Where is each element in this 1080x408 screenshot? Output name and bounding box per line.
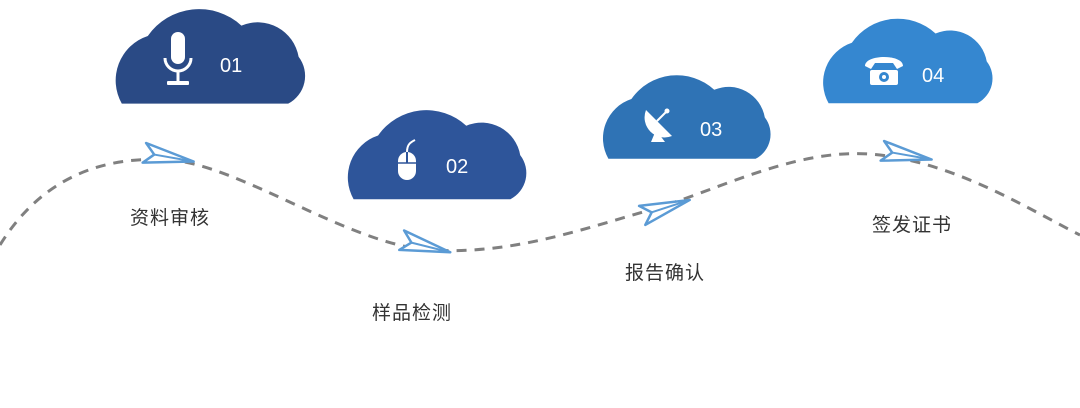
paper-plane-icon — [398, 229, 452, 254]
mouse-icon — [398, 139, 416, 180]
cloud-shape — [823, 18, 993, 104]
telephone-icon — [865, 57, 903, 85]
step-number: 01 — [220, 55, 242, 77]
step-3-cloud: 03 — [602, 75, 771, 159]
paper-plane-icon — [879, 139, 933, 162]
cloud-shape — [115, 9, 306, 104]
step-1-label: 资料审核 — [130, 207, 211, 229]
paper-plane-icon — [141, 141, 195, 164]
step-2-label: 样品检测 — [372, 302, 453, 324]
step-4-label: 签发证书 — [872, 214, 953, 236]
satellite-dish-icon — [644, 108, 672, 142]
step-3-label: 报告确认 — [625, 262, 706, 284]
step-number: 04 — [922, 65, 944, 87]
step-number: 03 — [700, 119, 722, 141]
cloud-shape — [347, 110, 527, 200]
cloud-shape — [602, 75, 771, 159]
step-1-cloud: 01 — [115, 9, 306, 104]
step-2-cloud: 02 — [347, 110, 527, 200]
paper-plane-icon — [637, 198, 691, 227]
step-4-cloud: 04 — [823, 18, 993, 104]
microphone-icon — [163, 32, 193, 85]
step-number: 02 — [446, 156, 468, 178]
